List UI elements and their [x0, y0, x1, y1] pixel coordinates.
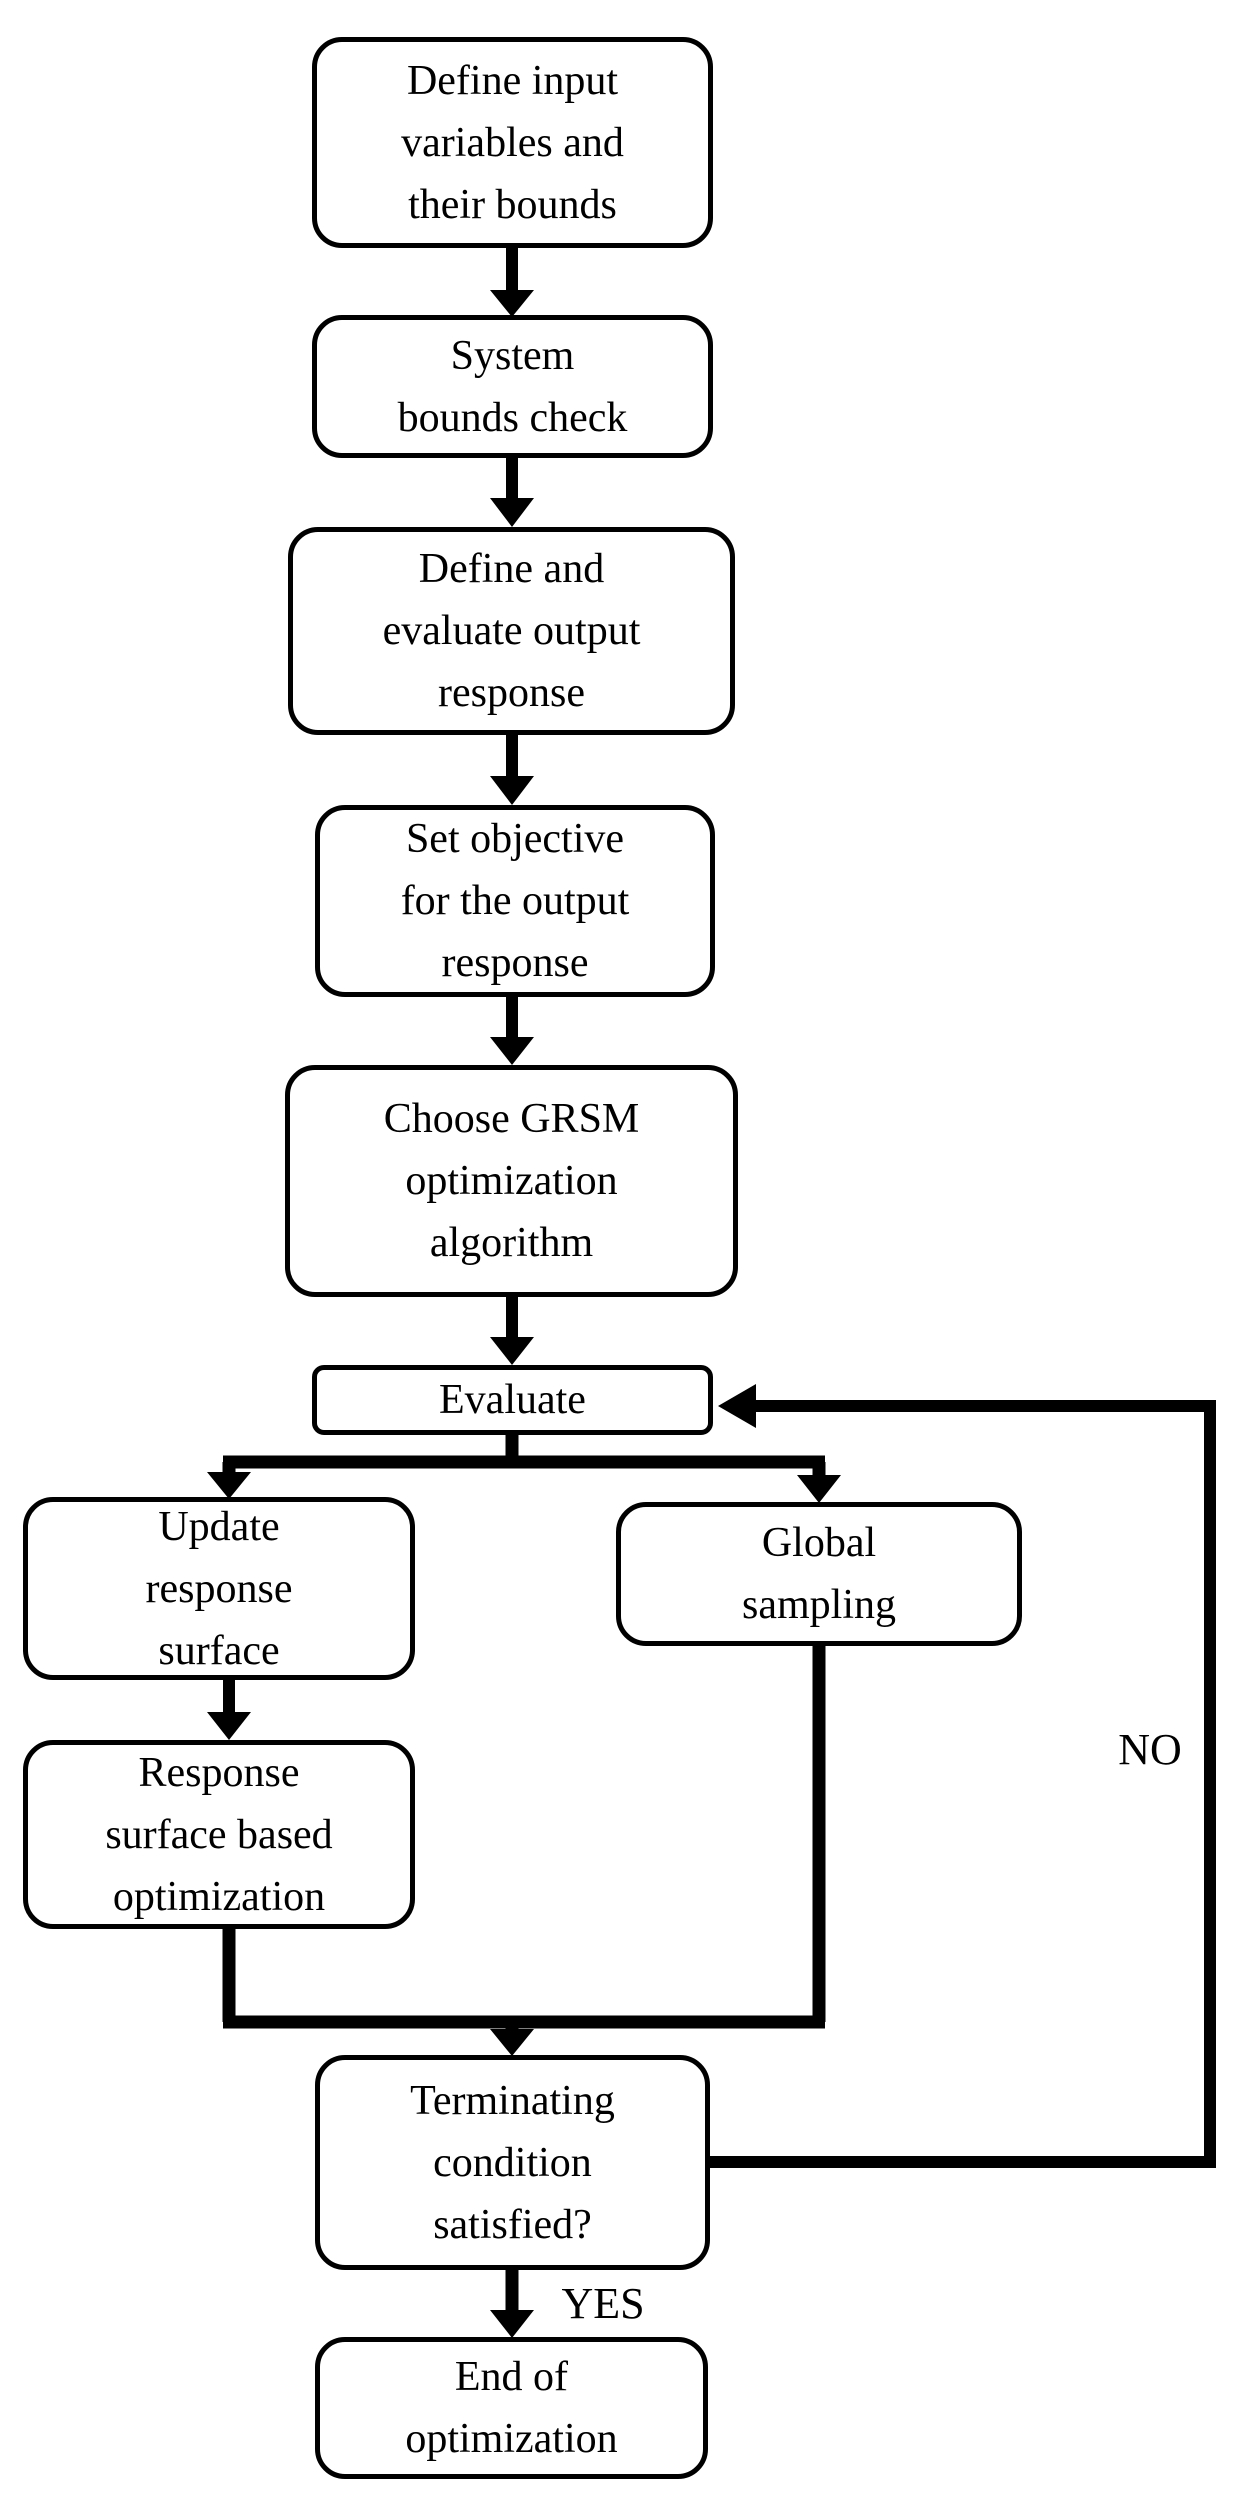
node-global-sampling-label: Global sampling [742, 1520, 896, 1628]
node-define-input-label: Define input variables and their bounds [401, 57, 624, 228]
node-terminating-condition-label: Terminating condition satisfied? [410, 2077, 615, 2248]
node-system-bounds-check-label: System bounds check [397, 332, 628, 441]
node-evaluate: Evaluate [312, 1365, 713, 1435]
node-end-of-optimization-label: End of optimization [405, 2354, 618, 2462]
node-update-response-surface-label: Update response surface [145, 1503, 293, 1674]
node-response-surface-optimization-label: Response surface based optimization [105, 1749, 333, 1920]
no-loop-line [710, 1384, 1216, 2168]
branch-split [207, 1433, 841, 1503]
node-choose-grsm-label: Choose GRSM optimization algorithm [383, 1096, 640, 1266]
node-define-evaluate-output-label: Define and evaluate output response [382, 546, 641, 716]
edge-label-no: NO [1118, 1725, 1182, 1774]
node-define-evaluate-output: Define and evaluate output response [288, 527, 735, 735]
arrow-update-to-response [207, 1678, 251, 1740]
edge-label-yes: YES [561, 2279, 645, 2328]
arrow-define-to-system [490, 246, 534, 317]
arrow-terminating-to-end [490, 2268, 534, 2338]
node-response-surface-optimization: Response surface based optimization [23, 1740, 415, 1929]
node-set-objective-label: Set objective for the output response [400, 816, 630, 986]
node-set-objective: Set objective for the output response [315, 805, 715, 997]
node-choose-grsm: Choose GRSM optimization algorithm [285, 1065, 738, 1297]
node-end-of-optimization: End of optimization [315, 2337, 708, 2479]
arrow-objective-to-grsm [490, 995, 534, 1065]
node-system-bounds-check: System bounds check [312, 315, 713, 458]
node-evaluate-label: Evaluate [439, 1377, 586, 1423]
node-update-response-surface: Update response surface [23, 1497, 415, 1680]
node-global-sampling: Global sampling [616, 1502, 1022, 1646]
branch-merge [222, 1644, 826, 2056]
arrow-system-to-define-evaluate [490, 456, 534, 527]
arrow-grsm-to-evaluate [490, 1295, 534, 1365]
arrow-define-evaluate-to-objective [490, 733, 534, 805]
node-define-input: Define input variables and their bounds [312, 37, 713, 248]
node-terminating-condition: Terminating condition satisfied? [315, 2055, 710, 2270]
